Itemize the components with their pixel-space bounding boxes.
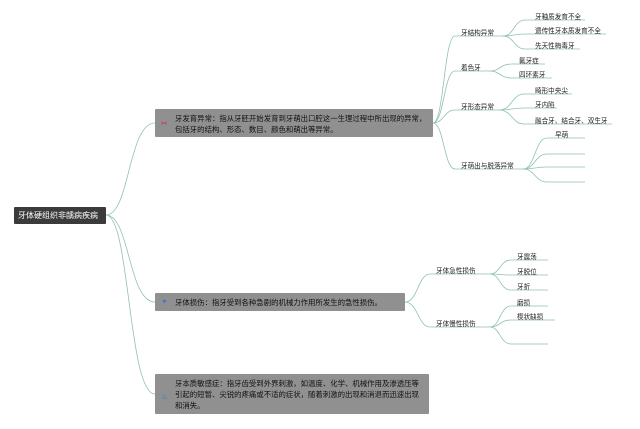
leaf[interactable]: 楔状缺损 [517, 313, 544, 321]
sub-shape[interactable]: 牙形态异常 [461, 103, 494, 111]
leaf[interactable]: 牙折 [517, 283, 531, 291]
leaf[interactable]: 磨损 [517, 299, 531, 307]
leaf[interactable]: 牙震荡 [517, 253, 537, 261]
sub-acute-injury[interactable]: 牙体急性损伤 [436, 267, 476, 275]
sub-stain[interactable]: 着色牙 [461, 64, 481, 72]
branch-text: 牙发育异常：指从牙胚开始发育到牙萌出口腔这一生理过程中所出现的异常，包括牙的结构… [175, 114, 427, 134]
leaf[interactable]: 畸形中央尖 [535, 87, 568, 95]
sub-structure[interactable]: 牙结构异常 [461, 29, 494, 37]
leaf[interactable]: 遗传性牙本质发育不全 [535, 27, 601, 35]
link-root-b2 [105, 214, 156, 303]
flame-icon: ♨ [161, 392, 169, 401]
bandage-icon: ✂ [161, 119, 168, 128]
leaf[interactable]: 融合牙、结合牙、双生牙 [535, 117, 608, 125]
sub-eruption[interactable]: 牙萌出与脱落异常 [461, 162, 514, 170]
branch-injury[interactable]: ✦ 牙体损伤：指牙受到各种急剧的机械力作用所发生的急性损伤。 [155, 293, 405, 311]
link-root-b1 [105, 122, 156, 216]
branch-text: 牙体损伤：指牙受到各种急剧的机械力作用所发生的急性损伤。 [175, 298, 382, 307]
branch-text: 牙本质敏感症：指牙齿受到外界刺激，如温度、化学、机械作用及渗透压等引起的短暂、尖… [175, 379, 419, 410]
root-node[interactable]: 牙体硬组织非龋病疾病 [14, 207, 106, 224]
leaf[interactable]: 牙脱位 [517, 268, 537, 276]
leaf[interactable]: 牙釉质发育不全 [535, 13, 582, 21]
leaf[interactable]: 早萌 [555, 131, 569, 139]
leaf[interactable]: 牙内陷 [535, 101, 555, 109]
leaf[interactable]: 氟牙症 [519, 57, 539, 65]
sub-chronic-injury[interactable]: 牙体慢性损伤 [436, 320, 476, 328]
branch-dev-abnormality[interactable]: ✂ 牙发育异常：指从牙胚开始发育到牙萌出口腔这一生理过程中所出现的异常，包括牙的… [155, 109, 433, 137]
link-root-b3 [105, 214, 156, 395]
leaf[interactable]: 四环素牙 [519, 71, 546, 79]
tooth-injury-icon: ✦ [161, 297, 168, 306]
branch-hypersensitivity[interactable]: ♨ 牙本质敏感症：指牙齿受到外界刺激，如温度、化学、机械作用及渗透压等引起的短暂… [155, 374, 429, 414]
leaf[interactable]: 先天性梅毒牙 [535, 42, 575, 50]
